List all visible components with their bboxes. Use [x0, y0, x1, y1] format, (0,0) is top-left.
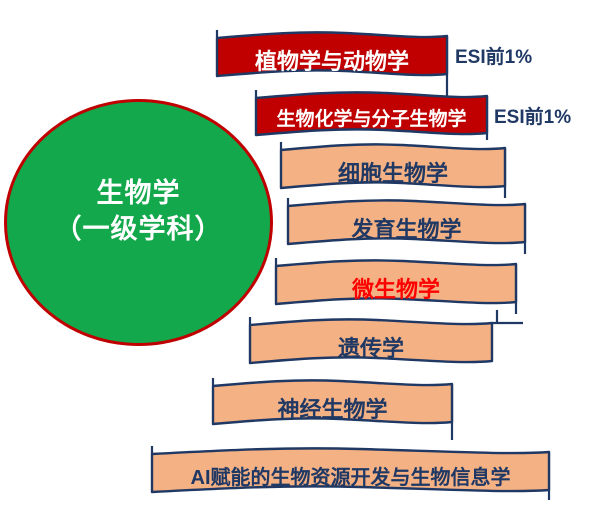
banner-shape-8[interactable]	[150, 446, 551, 500]
esi-badge-2: ESI前1%	[494, 107, 572, 128]
esi-badge-1: ESI前1%	[455, 47, 533, 68]
primary-discipline-circle[interactable]	[4, 99, 273, 346]
banner-shape-5[interactable]	[274, 258, 518, 314]
banner-shape-6[interactable]	[248, 310, 523, 365]
banner-shape-7[interactable]	[211, 378, 454, 440]
banner-shape-1[interactable]	[215, 30, 449, 110]
banner-shape-4[interactable]	[286, 198, 527, 254]
banner-shape-2[interactable]	[254, 90, 489, 140]
banner-shape-3[interactable]	[279, 142, 507, 198]
